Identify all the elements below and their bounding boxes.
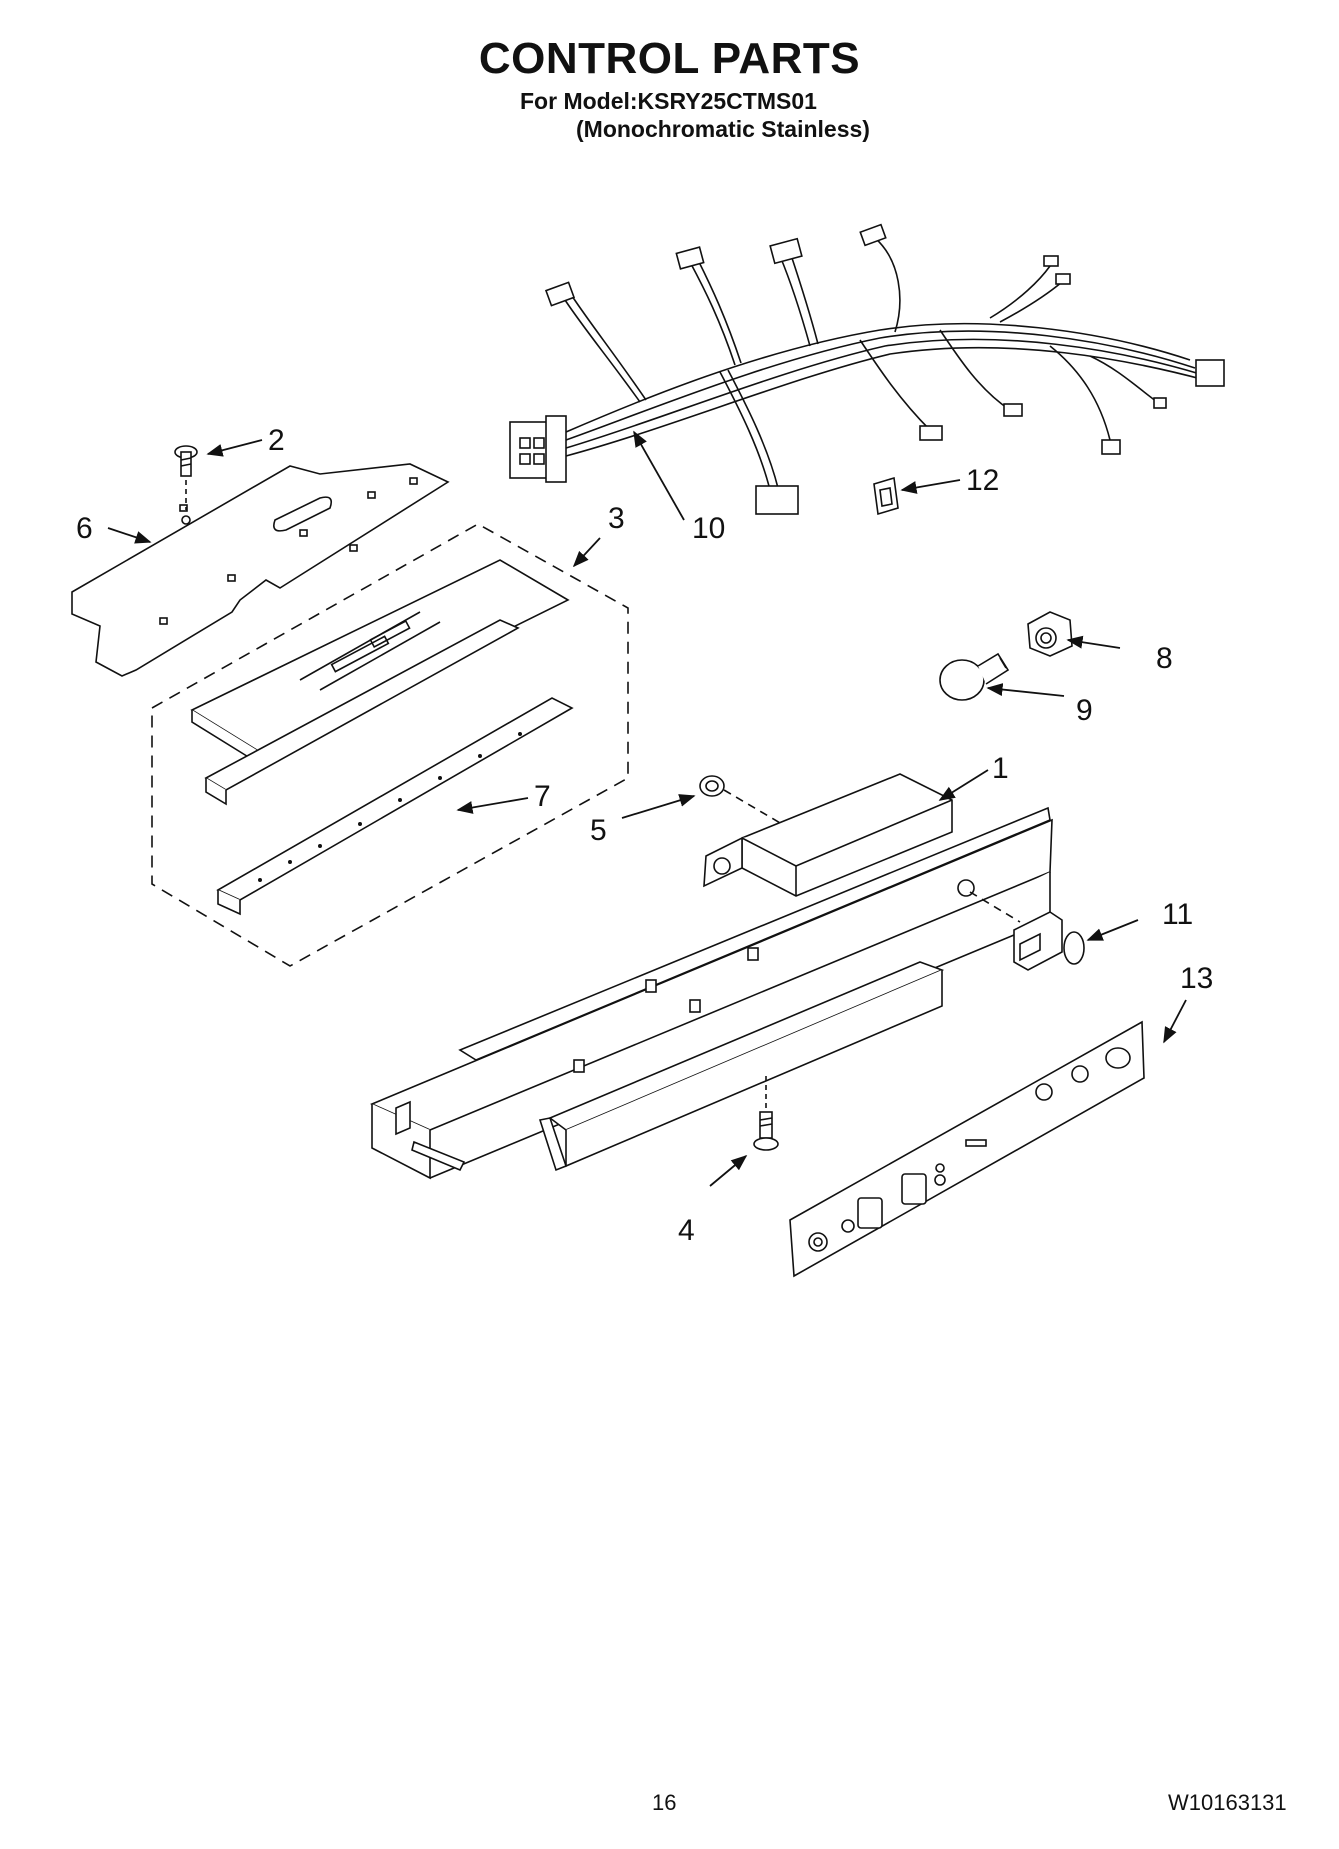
- model-line: For Model:KSRY25CTMS01: [520, 88, 817, 114]
- page-number: 16: [652, 1790, 677, 1815]
- callout-5: 5: [590, 814, 607, 847]
- wire-clip: [873, 476, 899, 516]
- callout-6: 6: [76, 512, 93, 545]
- wire-harness: [509, 223, 1225, 515]
- callout-11: 11: [1162, 898, 1193, 931]
- callout-2: 2: [268, 424, 285, 457]
- callout-8: 8: [1156, 642, 1173, 675]
- display-board: [216, 697, 574, 916]
- callout-13: 13: [1180, 962, 1213, 995]
- document-number: W10163131: [1168, 1790, 1287, 1815]
- callout-12: 12: [966, 464, 999, 497]
- callout-leaders: [107, 430, 1187, 1187]
- callout-4: 4: [678, 1214, 695, 1247]
- light-socket: [1027, 611, 1073, 657]
- control-board-group-outline: [151, 523, 629, 967]
- callout-1: 1: [992, 752, 1009, 785]
- variant-line: (Monochromatic Stainless): [576, 116, 870, 142]
- callout-10: 10: [692, 512, 725, 545]
- callout-numbers: 1 2 3 4 5 6 7 8 9 10 11 12 13: [76, 424, 1213, 1247]
- page-title: CONTROL PARTS: [478, 34, 861, 83]
- page-header: CONTROL PARTS For Model:KSRY25CTMS01 (Mo…: [0, 0, 1339, 150]
- control-overlay-panel: [789, 1020, 1145, 1278]
- light-bulb: [939, 652, 1010, 701]
- screw-part-2: [174, 445, 198, 510]
- control-housing: [369, 773, 1053, 1180]
- main-control-board: [190, 559, 570, 806]
- control-mounting-plate: [71, 463, 450, 677]
- callout-9: 9: [1076, 694, 1093, 727]
- screw-part-4: [753, 1076, 779, 1151]
- callout-7: 7: [534, 780, 551, 813]
- callout-3: 3: [608, 502, 625, 535]
- light-switch: [1013, 911, 1085, 971]
